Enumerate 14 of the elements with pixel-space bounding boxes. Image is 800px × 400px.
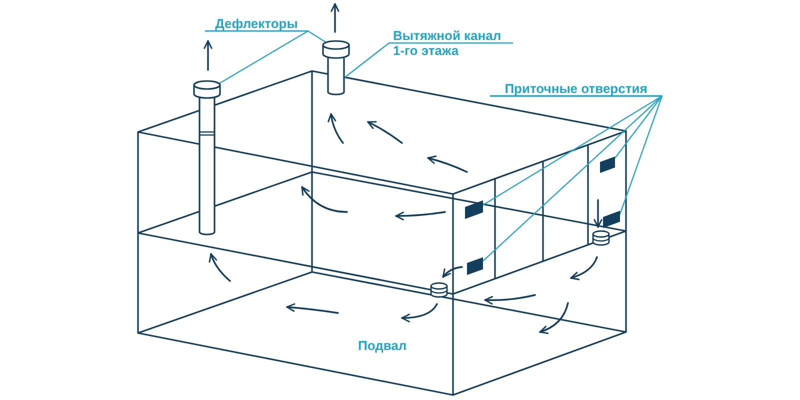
vent-opening [467, 257, 483, 275]
callout-label: Дефлекторы [205, 16, 308, 31]
room-label: Подвал [358, 338, 407, 353]
leader-line [344, 42, 513, 78]
exhaust-pipe [327, 57, 345, 96]
deflector-cap [322, 40, 350, 59]
vent-opening [465, 200, 483, 219]
leader-line [482, 95, 663, 262]
leader-line [205, 30, 326, 43]
callout-label: Приточные отверстия [490, 81, 662, 96]
callout-label: Вытяжной канал 1-го этажа [389, 28, 513, 58]
deflector-cap [193, 80, 221, 99]
vent-opening [603, 210, 620, 228]
vent-opening [600, 156, 615, 173]
